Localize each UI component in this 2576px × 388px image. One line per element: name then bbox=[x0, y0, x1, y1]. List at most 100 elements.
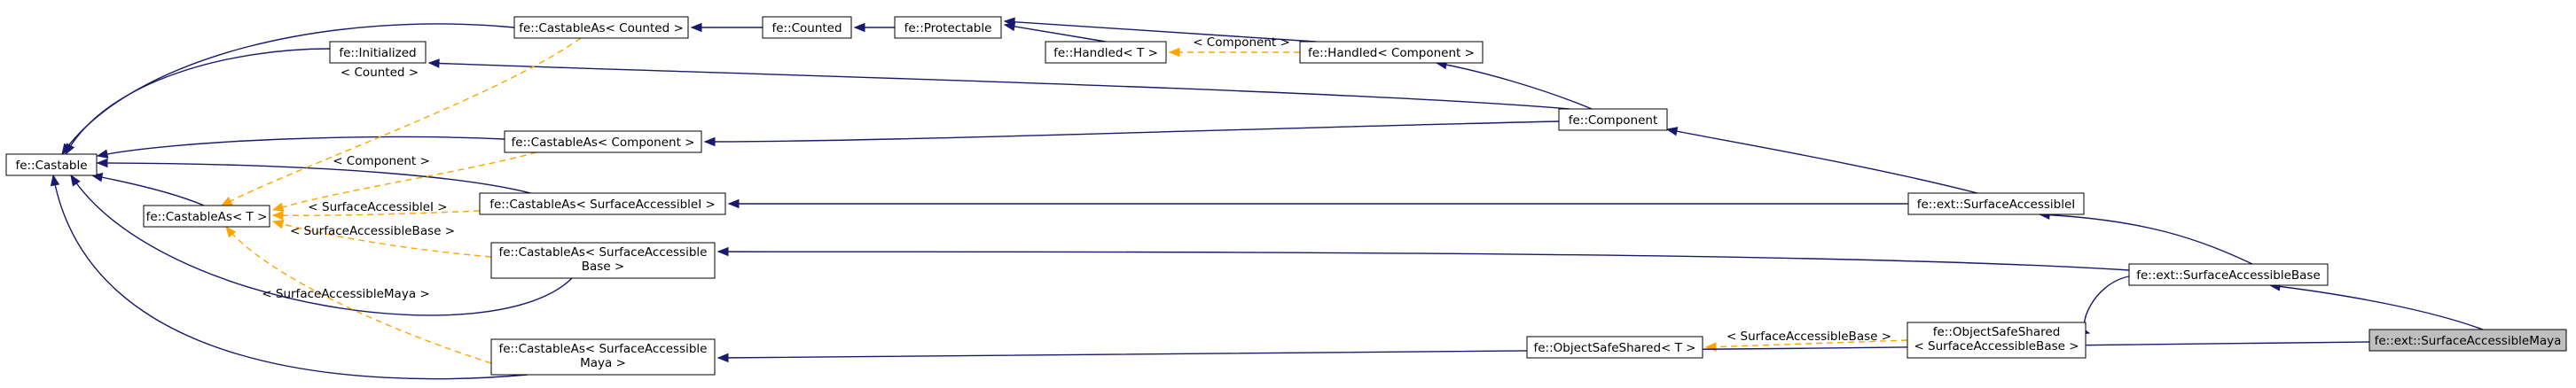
class-name: fe::Initialized bbox=[339, 46, 416, 60]
arrowhead bbox=[853, 22, 865, 33]
class-name: Base > bbox=[582, 260, 624, 274]
class-box bbox=[1526, 336, 1703, 359]
class-box bbox=[490, 338, 716, 376]
edge-label: < SurfaceAccessibleMaya > bbox=[262, 287, 429, 301]
arrowhead bbox=[96, 149, 109, 159]
class-box bbox=[894, 16, 1002, 39]
arrowhead bbox=[727, 198, 740, 209]
edge-handled_t-to-protectable bbox=[1003, 21, 1107, 43]
class-node-castableas_sam[interactable]: fe::CastableAs< SurfaceAccessibleMaya > bbox=[490, 338, 716, 376]
class-node-initialized[interactable]: fe::Initialized bbox=[329, 41, 427, 64]
class-name: fe::CastableAs< Counted > bbox=[519, 21, 684, 35]
edge-handled_component-to-protectable bbox=[1003, 17, 1317, 43]
edge-surfaceaccessiblei-to-component bbox=[1665, 127, 1978, 194]
edge-component-to-initialized bbox=[427, 58, 1570, 110]
class-name: fe::CastableAs< SurfaceAccessible bbox=[499, 342, 708, 356]
arrowhead bbox=[220, 197, 233, 206]
class-name: fe::Castable bbox=[15, 159, 87, 173]
class-box bbox=[490, 242, 716, 279]
edge-castableas_sab-to-castable bbox=[70, 174, 573, 316]
edge-castableas_component-to-castableas_t: < Component > bbox=[271, 151, 537, 212]
edge-label: < Component > bbox=[333, 154, 430, 168]
class-box bbox=[1299, 41, 1484, 64]
arrowhead bbox=[271, 202, 285, 212]
edge-label: < Counted > bbox=[341, 66, 419, 80]
class-node-castableas_counted[interactable]: fe::CastableAs< Counted > bbox=[513, 16, 689, 39]
edges-layer: < Component > < SurfaceAccessibleBase > < … bbox=[50, 17, 2484, 380]
class-box bbox=[5, 153, 98, 176]
arrowhead bbox=[427, 58, 440, 68]
class-node-objectsafeshared_t[interactable]: fe::ObjectSafeShared< T > bbox=[1526, 336, 1703, 359]
class-node-castableas_t[interactable]: fe::CastableAs< T > bbox=[143, 205, 270, 228]
class-node-surfaceaccessiblebase[interactable]: fe::ext::SurfaceAccessibleBase bbox=[2128, 263, 2329, 286]
edge-handled_component-to-handled_t: < Component > bbox=[1168, 35, 1300, 58]
class-node-castableas_sab[interactable]: fe::CastableAs< SurfaceAccessibleBase > bbox=[490, 242, 716, 279]
edge-label: < Component > bbox=[1193, 35, 1290, 50]
class-box bbox=[504, 130, 702, 153]
class-name: fe::ext::SurfaceAccessibleBase bbox=[2136, 268, 2321, 283]
class-node-surfaceaccessiblemaya[interactable]: fe::ext::SurfaceAccessibleMaya bbox=[2369, 329, 2567, 352]
arrowhead bbox=[96, 158, 108, 168]
arrowhead bbox=[61, 143, 72, 156]
class-name: fe::Counted bbox=[771, 21, 842, 35]
edge-surfaceaccessiblebase-to-surfaceaccessiblei bbox=[2038, 210, 2253, 265]
arrowhead bbox=[271, 220, 285, 229]
class-node-castableas_sai[interactable]: fe::CastableAs< SurfaceAccessibleI > bbox=[479, 192, 726, 215]
class-box bbox=[513, 16, 689, 39]
class-node-component[interactable]: fe::Component bbox=[1558, 108, 1668, 131]
class-box bbox=[1558, 108, 1668, 131]
class-name: fe::ObjectSafeShared bbox=[1933, 325, 2061, 339]
arrowhead bbox=[716, 353, 729, 363]
class-box bbox=[1045, 41, 1167, 64]
arrowhead bbox=[225, 225, 237, 238]
class-box bbox=[2369, 329, 2567, 352]
edge-castableas_counted-to-castable bbox=[61, 23, 515, 156]
edge-castableas_sab-to-castableas_t: < SurfaceAccessibleBase > bbox=[271, 220, 492, 258]
class-name: fe::Component bbox=[1569, 113, 1658, 128]
class-node-counted[interactable]: fe::Counted bbox=[762, 16, 852, 39]
class-name: fe::ext::SurfaceAccessibleI bbox=[1917, 198, 2076, 212]
edge-label: < SurfaceAccessibleI > bbox=[308, 200, 447, 214]
class-box bbox=[762, 16, 852, 39]
class-name: Maya > bbox=[580, 356, 626, 370]
arrowhead bbox=[1168, 47, 1180, 58]
edge-castableas_sai-to-castableas_t: < SurfaceAccessibleI > bbox=[271, 200, 481, 221]
class-name: fe::CastableAs< T > bbox=[146, 210, 268, 224]
edge-castableas_t-to-castable bbox=[90, 173, 205, 206]
edge-label: < SurfaceAccessibleBase > bbox=[290, 224, 455, 238]
class-node-handled_t[interactable]: fe::Handled< T > bbox=[1045, 41, 1167, 64]
class-node-castableas_component[interactable]: fe::CastableAs< Component > bbox=[504, 130, 702, 153]
class-node-handled_component[interactable]: fe::Handled< Component > bbox=[1299, 41, 1484, 64]
arrowhead bbox=[271, 210, 284, 221]
arrowhead bbox=[716, 246, 729, 257]
class-node-surfaceaccessiblei[interactable]: fe::ext::SurfaceAccessibleI bbox=[1907, 192, 2085, 215]
class-node-castable[interactable]: fe::Castable bbox=[5, 153, 98, 176]
arrowhead bbox=[703, 136, 716, 147]
edge-castableas_component-to-castable bbox=[96, 136, 505, 159]
class-box bbox=[2128, 263, 2329, 286]
arrowhead bbox=[1665, 127, 1679, 136]
edge-castableas_sam-to-castable bbox=[50, 174, 529, 380]
class-node-protectable[interactable]: fe::Protectable bbox=[894, 16, 1002, 39]
class-box bbox=[329, 41, 427, 64]
edge-castableas_sam-to-castableas_t: < SurfaceAccessibleMaya > bbox=[225, 225, 492, 364]
arrowhead bbox=[70, 174, 81, 187]
class-box bbox=[479, 192, 726, 215]
edge-surfaceaccessiblei-to-castableas_sai bbox=[727, 198, 1908, 209]
edge-component-to-castableas_component bbox=[703, 120, 1560, 147]
edge-castableas_counted-to-castableas_t: < Counted > bbox=[220, 37, 582, 206]
class-box bbox=[143, 205, 270, 228]
class-node-objectsafeshared_sab[interactable]: fe::ObjectSafeShared< SurfaceAccessibleB… bbox=[1907, 322, 2087, 359]
edge-protectable-to-counted bbox=[853, 22, 895, 33]
class-name: fe::ObjectSafeShared< T > bbox=[1533, 341, 1695, 355]
arrowhead bbox=[690, 22, 702, 33]
edge-counted-to-castableas_counted bbox=[690, 22, 763, 33]
class-box bbox=[1907, 192, 2085, 215]
edge-surfaceaccessiblebase-to-castableas_sab bbox=[716, 246, 2130, 271]
class-name: fe::CastableAs< SurfaceAccessibleI > bbox=[489, 198, 716, 212]
class-name: fe::CastableAs< SurfaceAccessible bbox=[499, 245, 708, 260]
edge-surfaceaccessiblebase-to-objectsafeshared_sab bbox=[2078, 275, 2130, 336]
arrowhead bbox=[1003, 17, 1015, 27]
